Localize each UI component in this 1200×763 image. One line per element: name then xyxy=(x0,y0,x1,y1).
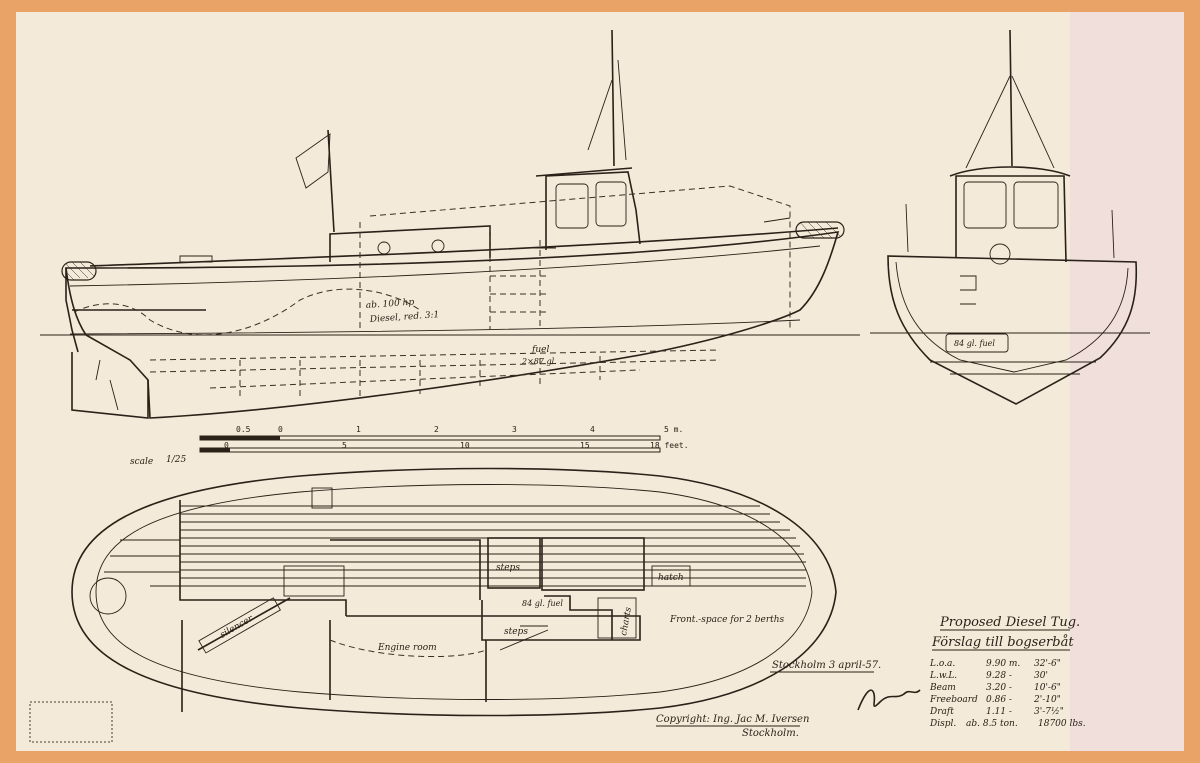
spec-row: Displ. ab. 8.5 ton. 18700 lbs. xyxy=(929,719,1086,729)
berths-label: Front.-space for 2 berths xyxy=(669,615,785,625)
title-en: Proposed Diesel Tug. xyxy=(939,615,1080,630)
hatch-label: hatch xyxy=(658,573,684,583)
tugboat-end-section: 84 gl. fuel xyxy=(870,29,1150,405)
steps-lower-label: steps xyxy=(504,627,528,637)
spec-row: Beam 3.20 - 10'-6" xyxy=(929,683,1061,693)
fuel-amount: 2×87 gl. xyxy=(521,357,557,366)
svg-text:L.o.a.: L.o.a. xyxy=(929,659,955,669)
stern-fender xyxy=(61,261,97,281)
svg-text:L.w.L.: L.w.L. xyxy=(929,671,957,681)
svg-text:2'-10": 2'-10" xyxy=(1033,695,1061,705)
spec-row: L.o.a. 9.90 m. 32'-6" xyxy=(929,659,1061,669)
feet-tick-4: 18 feet. xyxy=(650,441,689,450)
paper-background xyxy=(16,12,1184,751)
svg-text:Draft: Draft xyxy=(929,707,954,717)
metric-tick-1: 0 xyxy=(278,425,283,434)
engine-room-label: Engine room xyxy=(377,643,437,653)
place-date: Stockholm 3 april-57. xyxy=(772,660,881,671)
scale-bar: scale 1/25 0.5 0 1 2 3 4 5 m. 0 5 10 15 … xyxy=(130,425,689,467)
feet-tick-2: 10 xyxy=(460,441,470,450)
svg-text:9.28 -: 9.28 - xyxy=(986,671,1012,681)
pink-tint xyxy=(1070,12,1184,751)
svg-text:3'-7½": 3'-7½" xyxy=(1034,706,1064,717)
museum-stamp xyxy=(29,701,113,743)
scale-label: scale xyxy=(130,457,153,467)
tugboat-deck-plan: steps steps hatch 84 gl. fuel charts Fro… xyxy=(71,467,837,717)
metric-tick-6: 5 m. xyxy=(664,425,683,434)
copyright-city: Stockholm. xyxy=(742,728,799,739)
metric-tick-0: 0.5 xyxy=(236,425,251,434)
spec-row: Draft 1.11 - 3'-7½" xyxy=(929,706,1064,717)
tugboat-side-elevation: ab. 100 hp Diesel, red. 3:1 fuel 2×87 gl… xyxy=(40,29,860,419)
svg-text:Beam: Beam xyxy=(929,683,956,693)
charts-label: charts xyxy=(619,606,634,636)
metric-tick-3: 2 xyxy=(434,425,439,434)
svg-text:32'-6": 32'-6" xyxy=(1034,659,1061,669)
signature xyxy=(857,689,921,711)
section-fuel-label: 84 gl. fuel xyxy=(954,339,995,348)
metric-tick-5: 4 xyxy=(590,425,595,434)
metric-tick-4: 3 xyxy=(512,425,517,434)
title-block: Proposed Diesel Tug. Förslag till bogser… xyxy=(929,615,1086,729)
fuel-label: fuel xyxy=(531,345,549,355)
plan-fuel-label: 84 gl. fuel xyxy=(522,599,563,608)
bow-fender xyxy=(795,221,845,239)
svg-text:0.86 -: 0.86 - xyxy=(986,695,1012,705)
svg-text:30': 30' xyxy=(1034,671,1048,681)
feet-tick-1: 5 xyxy=(342,441,347,450)
svg-text:ab. 8.5 ton.: ab. 8.5 ton. xyxy=(966,719,1018,729)
feet-tick-3: 15 xyxy=(580,441,590,450)
steps-upper-label: steps xyxy=(496,563,520,573)
svg-text:9.90 m.: 9.90 m. xyxy=(986,659,1020,669)
svg-text:Displ.: Displ. xyxy=(929,719,956,729)
engine-label-2: Diesel, red. 3:1 xyxy=(369,310,440,325)
spec-row: L.w.L. 9.28 - 30' xyxy=(929,671,1048,681)
title-sv: Förslag till bogserbåt xyxy=(931,634,1074,650)
scale-ratio: 1/25 xyxy=(166,455,186,465)
svg-text:1.11 -: 1.11 - xyxy=(986,707,1012,717)
svg-text:10'-6": 10'-6" xyxy=(1034,683,1061,693)
engine-label: ab. 100 hp xyxy=(366,298,415,311)
feet-tick-0: 0 xyxy=(224,441,229,450)
metric-tick-2: 1 xyxy=(356,425,361,434)
copyright: Copyright: Ing. Jac M. Iversen xyxy=(656,714,809,725)
spec-row: Freeboard 0.86 - 2'-10" xyxy=(929,695,1061,705)
svg-text:Freeboard: Freeboard xyxy=(929,695,978,705)
svg-text:18700 lbs.: 18700 lbs. xyxy=(1038,719,1086,729)
svg-text:3.20 -: 3.20 - xyxy=(986,683,1012,693)
